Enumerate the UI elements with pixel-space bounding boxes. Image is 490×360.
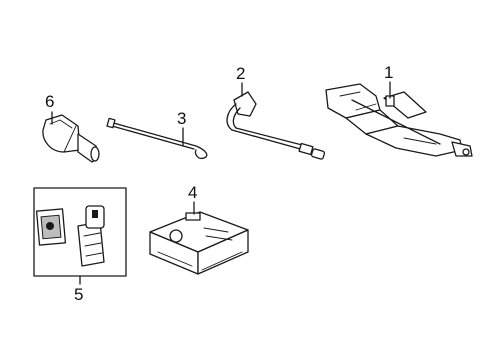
callout-4: 4 <box>188 183 197 202</box>
sealant-kit <box>35 205 105 267</box>
callout-1: 1 <box>384 63 393 82</box>
wheel-lock-key <box>42 114 100 163</box>
callout-3: 3 <box>177 109 186 128</box>
air-compressor <box>149 211 249 275</box>
callout-6: 6 <box>45 92 54 111</box>
callout-2: 2 <box>236 64 245 83</box>
callout-5: 5 <box>74 285 83 304</box>
scissor-jack <box>325 83 473 157</box>
lug-wrench <box>226 91 326 160</box>
extension-rod <box>106 117 208 160</box>
